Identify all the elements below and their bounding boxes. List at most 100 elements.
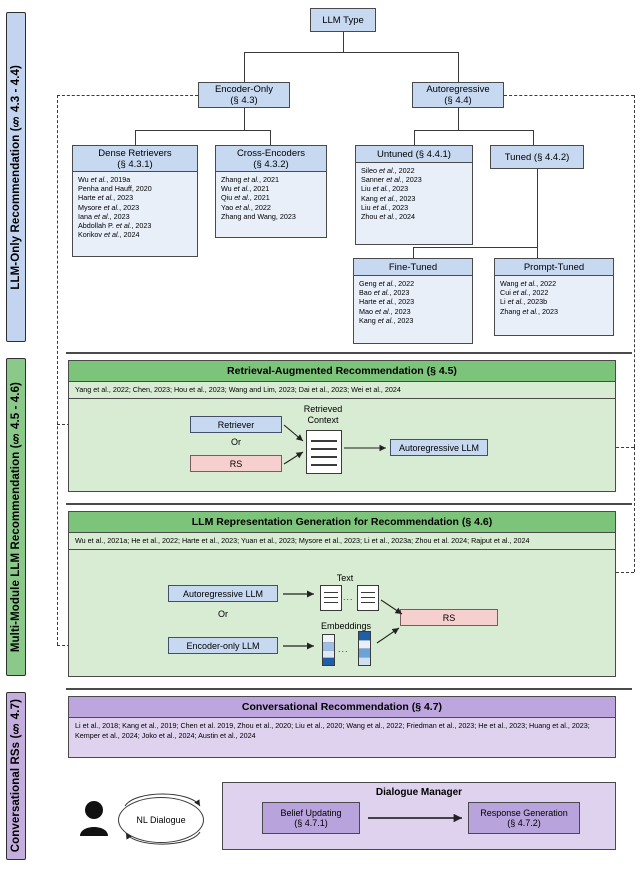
sidebar-rail-conversational: Conversational RSs (§ 4.7) [6, 692, 26, 860]
tree-leaf-dense-retrievers-header: Dense Retrievers (§ 4.3.1) [73, 146, 197, 172]
connector-ar-split [414, 130, 533, 131]
tree-leaf-untuned-header: Untuned (§ 4.4.1) [356, 146, 472, 163]
flow-rag-rs-box[interactable]: RS [190, 455, 282, 472]
dashed-encoder-left [57, 95, 58, 645]
panel-conversational-title: Conversational Recommendation (§ 4.7) [69, 697, 615, 718]
connector-to-autoregressive [458, 52, 459, 82]
panel-conversational-citations: Li et al., 2018; Kang et al., 2019; Chen… [69, 718, 615, 744]
tree-leaf-fine-tuned-citations: Geng et al., 2022 Bao et al., 2023 Harte… [359, 279, 415, 325]
tree-node-llm-type-label: LLM Type [322, 14, 364, 26]
tree-leaf-prompt-tuned[interactable]: Prompt-Tuned Wang et al., 2022 Cui et al… [494, 258, 614, 336]
tree-node-tuned[interactable]: Tuned (§ 4.4.2) [490, 145, 584, 169]
flow-retriever-box[interactable]: Retriever [190, 416, 282, 433]
belief-updating-line2: (§ 4.7.1) [294, 818, 328, 828]
tree-node-tuned-label: Tuned (§ 4.4.2) [504, 151, 570, 163]
tree-leaf-untuned[interactable]: Untuned (§ 4.4.1) Sileo et al., 2022 San… [355, 145, 473, 245]
response-generation-line2: (§ 4.7.2) [507, 818, 541, 828]
dashed-encoder-top [57, 95, 198, 96]
flow-rag-or-label: Or [231, 437, 241, 447]
connector-fine-tuned [413, 247, 414, 258]
tree-leaf-dense-retrievers-line2: (§ 4.3.1) [117, 158, 153, 170]
dashed-repgen-right [634, 447, 635, 572]
response-generation-box[interactable]: Response Generation (§ 4.7.2) [468, 802, 580, 834]
tree-leaf-cross-encoders-line1: Cross-Encoders [236, 147, 306, 159]
tree-node-llm-type[interactable]: LLM Type [310, 8, 376, 32]
tree-node-encoder-only-line2: (§ 4.3) [230, 95, 258, 106]
tree-node-autoregressive-line1: Autoregressive [426, 84, 490, 95]
sidebar-rail-conversational-label: Conversational RSs (§ 4.7) [10, 699, 22, 853]
flow-repgen-ar-llm-box[interactable]: Autoregressive LLM [168, 585, 278, 602]
conversational-citations-line1: Li et al., 2018; Kang et al., 2019; Chen… [75, 721, 508, 730]
tree-node-encoder-only-line1: Encoder-Only [214, 84, 274, 95]
tree-node-encoder-only[interactable]: Encoder-Only (§ 4.3) [198, 82, 290, 108]
sidebar-rail-multi-module-label: Multi-Module LLM Recommendation (§ 4.5 -… [10, 381, 22, 653]
text-doc-icon-2 [357, 585, 379, 611]
flow-rag-rs-label: RS [229, 458, 243, 469]
flow-repgen-encoder-llm-box[interactable]: Encoder-only LLM [168, 637, 278, 654]
connector-root-down [343, 32, 344, 52]
flow-rag-llm-box[interactable]: Autoregressive LLM [390, 439, 488, 456]
tree-leaf-dense-retrievers[interactable]: Dense Retrievers (§ 4.3.1) Wu et al., 20… [72, 145, 198, 257]
connector-to-encoder [244, 52, 245, 82]
connector-root-split [244, 52, 459, 53]
panel-retrieval-augmented-title: Retrieval-Augmented Recommendation (§ 4.… [69, 361, 615, 382]
tree-leaf-prompt-tuned-line1: Prompt-Tuned [523, 261, 585, 273]
connector-ar-down [458, 108, 459, 130]
section-divider-mid [66, 503, 632, 505]
panel-representation-generation: LLM Representation Generation for Recomm… [68, 511, 616, 677]
connector-tuned [533, 130, 534, 145]
belief-updating-box[interactable]: Belief Updating (§ 4.7.1) [262, 802, 360, 834]
retrieved-context-doc-icon [306, 430, 342, 474]
flow-repgen-rs-label: RS [442, 612, 456, 623]
flow-repgen-or-label: Or [218, 609, 228, 619]
text-doc-icon-1 [320, 585, 342, 611]
belief-updating-line1: Belief Updating [280, 808, 342, 818]
tree-leaf-cross-encoders-line2: (§ 4.3.2) [253, 158, 289, 170]
tree-leaf-prompt-tuned-header: Prompt-Tuned [495, 259, 613, 276]
tree-leaf-fine-tuned-line1: Fine-Tuned [388, 261, 438, 273]
flow-text-label: Text [336, 573, 354, 583]
sidebar-rail-llm-only: LLM-Only Recommendation (§ 4.3 - 4.4) [6, 12, 26, 342]
embedding-bar-1 [322, 634, 335, 666]
dialogue-manager-title: Dialogue Manager [375, 787, 463, 798]
connector-cross [270, 130, 271, 145]
flow-retriever-label: Retriever [217, 419, 255, 430]
tree-leaf-fine-tuned[interactable]: Fine-Tuned Geng et al., 2022 Bao et al.,… [353, 258, 473, 344]
panel-representation-generation-citations: Wu et al., 2021a; He et al., 2022; Harte… [69, 533, 615, 550]
tree-leaf-cross-encoders-header: Cross-Encoders (§ 4.3.2) [216, 146, 326, 172]
connector-tuned-split [413, 247, 538, 248]
tree-leaf-dense-retrievers-line1: Dense Retrievers [98, 147, 172, 159]
flow-repgen-rs-box[interactable]: RS [400, 609, 498, 626]
nl-dialogue-label: NL Dialogue [136, 815, 186, 825]
connector-prompt-tuned [537, 247, 538, 258]
tree-node-autoregressive[interactable]: Autoregressive (§ 4.4) [412, 82, 504, 108]
response-generation-line1: Response Generation [480, 808, 568, 818]
flow-repgen-ar-llm-label: Autoregressive LLM [182, 588, 264, 599]
tree-leaf-untuned-line1: Untuned (§ 4.4.1) [377, 148, 451, 160]
tree-leaf-dense-retrievers-citations: Wu et al., 2019a Penha and Hauff, 2020 H… [78, 175, 152, 240]
tree-leaf-cross-encoders-citations: Zhang et al., 2021 Wu et al., 2021 Qiu e… [221, 175, 296, 221]
connector-untuned [414, 130, 415, 145]
connector-encoder-split [135, 130, 270, 131]
dashed-ar-right [634, 95, 635, 447]
conversational-citations-line2: 2023; Huang et al., 2023; Kemper et al.,… [75, 721, 590, 740]
flow-repgen-encoder-llm-label: Encoder-only LLM [186, 640, 260, 651]
text-ellipsis: ... [343, 592, 354, 602]
tree-leaf-prompt-tuned-citations: Wang et al., 2022 Cui et al., 2022 Li et… [500, 279, 558, 316]
tree-leaf-untuned-citations: Sileo et al., 2022 Sanner et al., 2023 L… [361, 166, 422, 222]
tree-node-autoregressive-line2: (§ 4.4) [444, 95, 472, 106]
tree-leaf-cross-encoders[interactable]: Cross-Encoders (§ 4.3.2) Zhang et al., 2… [215, 145, 327, 238]
panel-retrieval-augmented-citations: Yang et al., 2022; Chen, 2023; Hou et al… [69, 382, 615, 399]
flow-rag-llm-label: Autoregressive LLM [398, 442, 480, 453]
embeddings-ellipsis: ... [338, 644, 349, 654]
embedding-bar-2 [358, 631, 371, 666]
panel-conversational: Conversational Recommendation (§ 4.7) Li… [68, 696, 616, 758]
tree-leaf-fine-tuned-header: Fine-Tuned [354, 259, 472, 276]
section-divider-bottom [66, 688, 632, 690]
panel-representation-generation-title: LLM Representation Generation for Recomm… [69, 512, 615, 533]
connector-dense [135, 130, 136, 145]
nl-dialogue-ellipse: NL Dialogue [118, 797, 204, 843]
panel-retrieval-augmented: Retrieval-Augmented Recommendation (§ 4.… [68, 360, 616, 492]
dashed-ar-top [504, 95, 634, 96]
